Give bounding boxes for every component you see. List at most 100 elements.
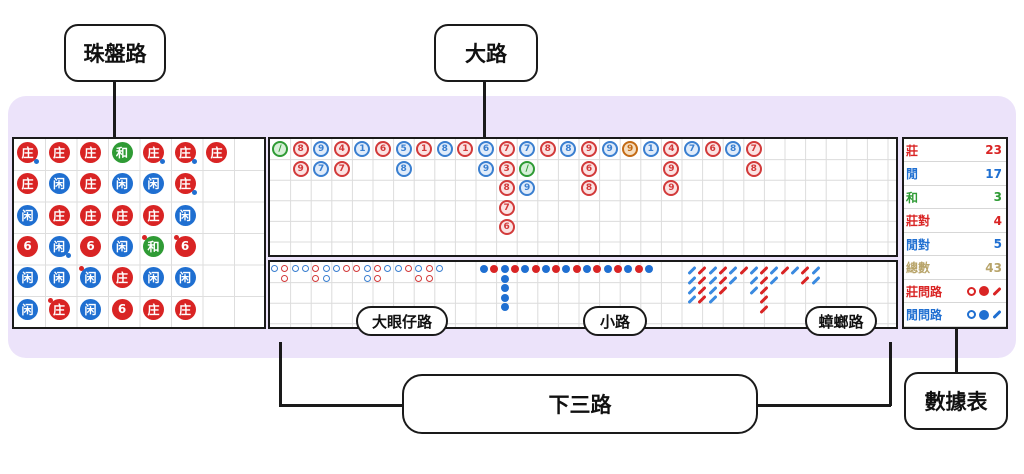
banker-ring: 1 <box>416 141 433 157</box>
small-road-mark <box>552 265 561 273</box>
small-road-mark <box>624 265 633 273</box>
player-pair-dot <box>34 159 39 164</box>
small-road-mark <box>521 265 530 273</box>
player-ring: 7 <box>313 160 330 177</box>
stats-label: 莊問路 <box>906 284 943 299</box>
big-road-grid <box>270 139 896 255</box>
player-bead: 闲 <box>17 204 38 226</box>
small-road-mark <box>490 265 499 273</box>
player-bead: 闲 <box>17 267 38 289</box>
small-road-mark <box>500 274 509 283</box>
banker-bead: 6 <box>173 234 196 257</box>
banker-bead: 庄 <box>48 204 70 226</box>
player-pair-dot <box>160 159 165 164</box>
banker-ring: 7 <box>498 199 515 216</box>
tie-bead: 和 <box>142 234 164 257</box>
tie-slash-ring: / <box>519 160 536 177</box>
stats-value: 43 <box>985 260 1002 275</box>
player-ring: 7 <box>519 141 536 157</box>
banker-ring: 7 <box>333 160 350 177</box>
stats-connector <box>955 329 958 373</box>
banker-bead: 庄 <box>17 142 39 164</box>
big-eye-mark <box>332 265 340 272</box>
big-eye-mark <box>435 265 443 272</box>
big-road-connector <box>483 82 486 138</box>
solid-circle-icon <box>979 286 989 296</box>
banker-bead: 庄 <box>80 204 101 226</box>
small-road-mark <box>500 284 509 293</box>
cockroach-road-label: 蟑螂路 <box>818 312 864 331</box>
banker-bead: 庄 <box>143 204 164 226</box>
slash-icon <box>992 286 1002 296</box>
bead-road-grid <box>14 139 264 327</box>
player-bead: 闲 <box>111 235 133 257</box>
small-road-mark <box>603 265 612 273</box>
player-ask-road-button[interactable]: 閒問路 <box>904 304 1006 327</box>
small-road-mark <box>583 265 591 273</box>
player-ring: 8 <box>436 141 453 157</box>
small-road-mark <box>613 265 622 273</box>
stats-label: 閒問路 <box>906 308 943 322</box>
banker-ring: 9 <box>663 160 680 177</box>
banker-ring: 8 <box>539 141 556 157</box>
hollow-circle-icon <box>967 310 976 319</box>
player-bead: 闲 <box>48 235 71 258</box>
banker-ring: 7 <box>745 141 762 157</box>
player-ring: 1 <box>354 141 371 157</box>
derived-left-connector-h <box>279 404 403 407</box>
player-ring: 7 <box>684 141 700 157</box>
banker-bead: 6 <box>17 235 38 257</box>
banker-bead: 庄 <box>143 298 164 320</box>
big-eye-mark <box>394 265 402 272</box>
small-road-mark <box>572 265 581 273</box>
big-eye-road-label: 大眼仔路 <box>371 312 432 331</box>
big-eye-mark <box>425 265 433 272</box>
derived-roads-title: 下三路 <box>548 393 612 417</box>
big-eye-mark <box>404 265 412 272</box>
stats-value: 17 <box>985 166 1002 181</box>
big-eye-mark <box>425 274 433 282</box>
stats-label: 莊 <box>906 143 919 158</box>
banker-ring: 8 <box>498 180 515 197</box>
small-road-mark <box>593 265 602 273</box>
solid-circle-icon <box>979 309 989 320</box>
player-ring: 9 <box>519 180 536 197</box>
stats-value: 4 <box>993 213 1002 228</box>
banker-bead: 6 <box>111 298 133 320</box>
small-road-mark <box>531 265 540 273</box>
small-road-mark <box>500 265 509 273</box>
big-eye-mark <box>322 265 330 272</box>
derived-right-connector-v <box>889 342 892 406</box>
slash-icon <box>992 309 1002 320</box>
player-bead: 闲 <box>48 267 70 289</box>
banker-ring: 9 <box>581 141 597 157</box>
player-bead: 闲 <box>48 173 70 195</box>
bead-road-callout: 珠盤路 <box>64 24 166 82</box>
big-road-callout: 大路 <box>434 24 538 82</box>
player-bead: 闲 <box>174 267 196 289</box>
banker-ring: 6 <box>498 219 515 236</box>
stats-label: 和 <box>906 190 919 205</box>
player-ring: 8 <box>725 141 742 157</box>
big-eye-mark <box>281 265 289 272</box>
banker-ask-road-button[interactable]: 莊問路 <box>904 280 1006 303</box>
small-road-mark <box>644 265 653 273</box>
big-eye-road-tag: 大眼仔路 <box>356 306 448 336</box>
player-ring: 1 <box>642 141 659 157</box>
player-bead: 闲 <box>111 173 133 195</box>
derived-right-connector-h <box>757 404 891 407</box>
banker-ring: 8 <box>292 141 309 157</box>
stats-callout: 數據表 <box>904 372 1008 430</box>
small-road-label: 小路 <box>599 312 630 331</box>
small-road-mark <box>634 265 643 273</box>
banker-ring: 6 <box>581 160 597 177</box>
bead-road-title: 珠盤路 <box>83 42 147 66</box>
player-ring: 9 <box>478 160 494 177</box>
bead-road-connector <box>113 82 116 138</box>
big-eye-mark <box>363 265 371 272</box>
banker-bead: 庄 <box>143 142 165 164</box>
